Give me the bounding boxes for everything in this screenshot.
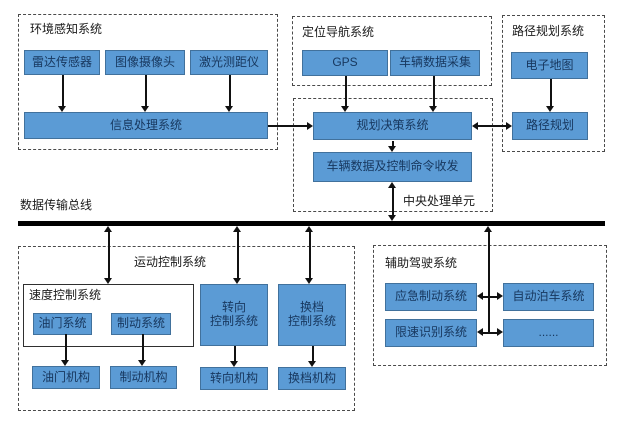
group-navigation-frame (292, 16, 492, 86)
speed-control-system-title: 速度控制系统 (29, 288, 102, 302)
group-motion-frame (18, 246, 355, 411)
arrow-assist-to-bus-head (484, 226, 492, 232)
arrow-decision-routeplanning-head-left (472, 122, 478, 130)
arrow-bus-speedctl-head-down (104, 278, 112, 284)
node-assist-more: ...... (503, 319, 594, 347)
node-brake-mechanism: 制动机构 (110, 366, 177, 389)
arrow-limit-more-line (483, 332, 497, 334)
group-navigation-title: 定位导航系统 (302, 25, 375, 39)
arrow-map-to-routeplanning-head (546, 106, 554, 112)
group-assist-title: 辅助驾驶系统 (385, 256, 458, 270)
node-laser-rangefinder: 激光测距仪 (190, 50, 268, 75)
node-gps: GPS (302, 50, 388, 76)
node-throttle-mechanism: 油门机构 (32, 366, 100, 389)
arrow-decision-to-transceiver-line (392, 141, 394, 147)
arrow-bus-gearctl-head-down (305, 278, 313, 284)
arrow-limit-more-head-right (497, 328, 503, 336)
arrow-decision-routeplanning-head-right (506, 122, 512, 130)
gear-control-line1: 换档 (299, 300, 324, 315)
node-info-processing-system: 信息处理系统 (24, 112, 268, 139)
gear-control-line2: 控制系统 (287, 314, 336, 328)
arrow-transceiver-bus-line (392, 188, 394, 217)
node-image-camera: 图像摄像头 (105, 50, 185, 75)
arrow-bus-gearctl-head-up (305, 226, 313, 232)
node-brake-system: 制动系统 (111, 313, 171, 335)
group-perception-title: 环境感知系统 (30, 22, 103, 36)
assist-trunk-line (488, 232, 490, 333)
node-speed-limit-recognition-system: 限速识别系统 (385, 319, 477, 347)
data-transmission-bus (18, 221, 605, 226)
arrow-vdata-to-decision-line (433, 76, 435, 106)
central-processing-unit-label: 中央处理单元 (403, 194, 476, 208)
arrow-emerg-autopark-head-right (497, 292, 503, 300)
arrow-vdata-to-decision-head (429, 106, 437, 112)
arrow-laser-to-infoproc-head (225, 106, 233, 112)
arrow-bus-steerctl-line (237, 232, 239, 279)
arrow-brake-to-mech-head (138, 360, 146, 366)
node-radar-sensor: 雷达传感器 (24, 50, 100, 75)
arrow-camera-to-infoproc-head (141, 106, 149, 112)
node-gear-mechanism: 换档机构 (278, 367, 346, 390)
steering-control-line1: 转向 (221, 300, 246, 315)
arrow-bus-gearctl-line (309, 232, 311, 279)
group-motion-title: 运动控制系统 (133, 255, 206, 269)
arrow-emerg-autopark-line (483, 296, 497, 298)
arrow-laser-to-infoproc-line (229, 75, 231, 106)
arrow-infoproc-to-decision-line (268, 125, 307, 127)
arrow-decision-to-transceiver-head (388, 146, 396, 152)
arrow-radar-to-infoproc-line (62, 75, 64, 106)
arrow-transceiver-bus-head-up (388, 182, 396, 188)
node-route-planning: 路径规划 (512, 112, 588, 140)
arrow-bus-steerctl-head-down (233, 278, 241, 284)
arrow-camera-to-infoproc-line (145, 75, 147, 106)
arrow-steer-to-mech-head (230, 361, 238, 367)
arrow-bus-speedctl-line (108, 232, 110, 279)
node-throttle-system: 油门系统 (33, 313, 92, 335)
node-emergency-brake-system: 应急制动系统 (385, 283, 477, 311)
arrow-transceiver-bus-head-down (388, 215, 396, 221)
arrow-bus-steerctl-head-up (233, 226, 241, 232)
arrow-map-to-routeplanning-line (550, 79, 552, 106)
data-bus-label: 数据传输总线 (20, 198, 93, 212)
node-planning-decision-system: 规划决策系统 (313, 112, 472, 140)
arrow-limit-more-head-left (477, 328, 483, 336)
node-digital-map: 电子地图 (511, 52, 588, 79)
arrow-infoproc-to-decision-head (307, 122, 313, 130)
arrow-decision-routeplanning-line (478, 125, 506, 127)
arrow-throttle-to-mech-head (61, 360, 69, 366)
arrow-steer-to-mech-line (234, 346, 236, 362)
node-steering-mechanism: 转向机构 (200, 367, 268, 390)
group-path-planning-title: 路径规划系统 (512, 24, 585, 38)
group-assist-frame (373, 245, 607, 366)
arrow-gear-to-mech-line (312, 346, 314, 362)
steering-control-line2: 控制系统 (209, 314, 258, 328)
arrow-bus-speedctl-head-up (104, 226, 112, 232)
arrow-gps-to-decision-head (341, 106, 349, 112)
node-vehicle-data-command-transceiver: 车辆数据及控制命令收发 (313, 152, 472, 182)
node-auto-parking-system: 自动泊车系统 (503, 283, 594, 311)
arrow-radar-to-infoproc-head (58, 106, 66, 112)
node-steering-control-system: 转向 控制系统 (200, 284, 268, 346)
arrow-gear-to-mech-head (308, 361, 316, 367)
node-vehicle-data-collection: 车辆数据采集 (390, 50, 480, 76)
arrow-emerg-autopark-head-left (477, 292, 483, 300)
node-gear-control-system: 换档 控制系统 (278, 284, 346, 346)
arrow-gps-to-decision-line (345, 76, 347, 106)
group-perception-frame (18, 14, 278, 150)
arrow-brake-to-mech-line (142, 334, 144, 361)
arrow-throttle-to-mech-line (65, 334, 67, 361)
group-path-planning-frame (502, 15, 605, 152)
